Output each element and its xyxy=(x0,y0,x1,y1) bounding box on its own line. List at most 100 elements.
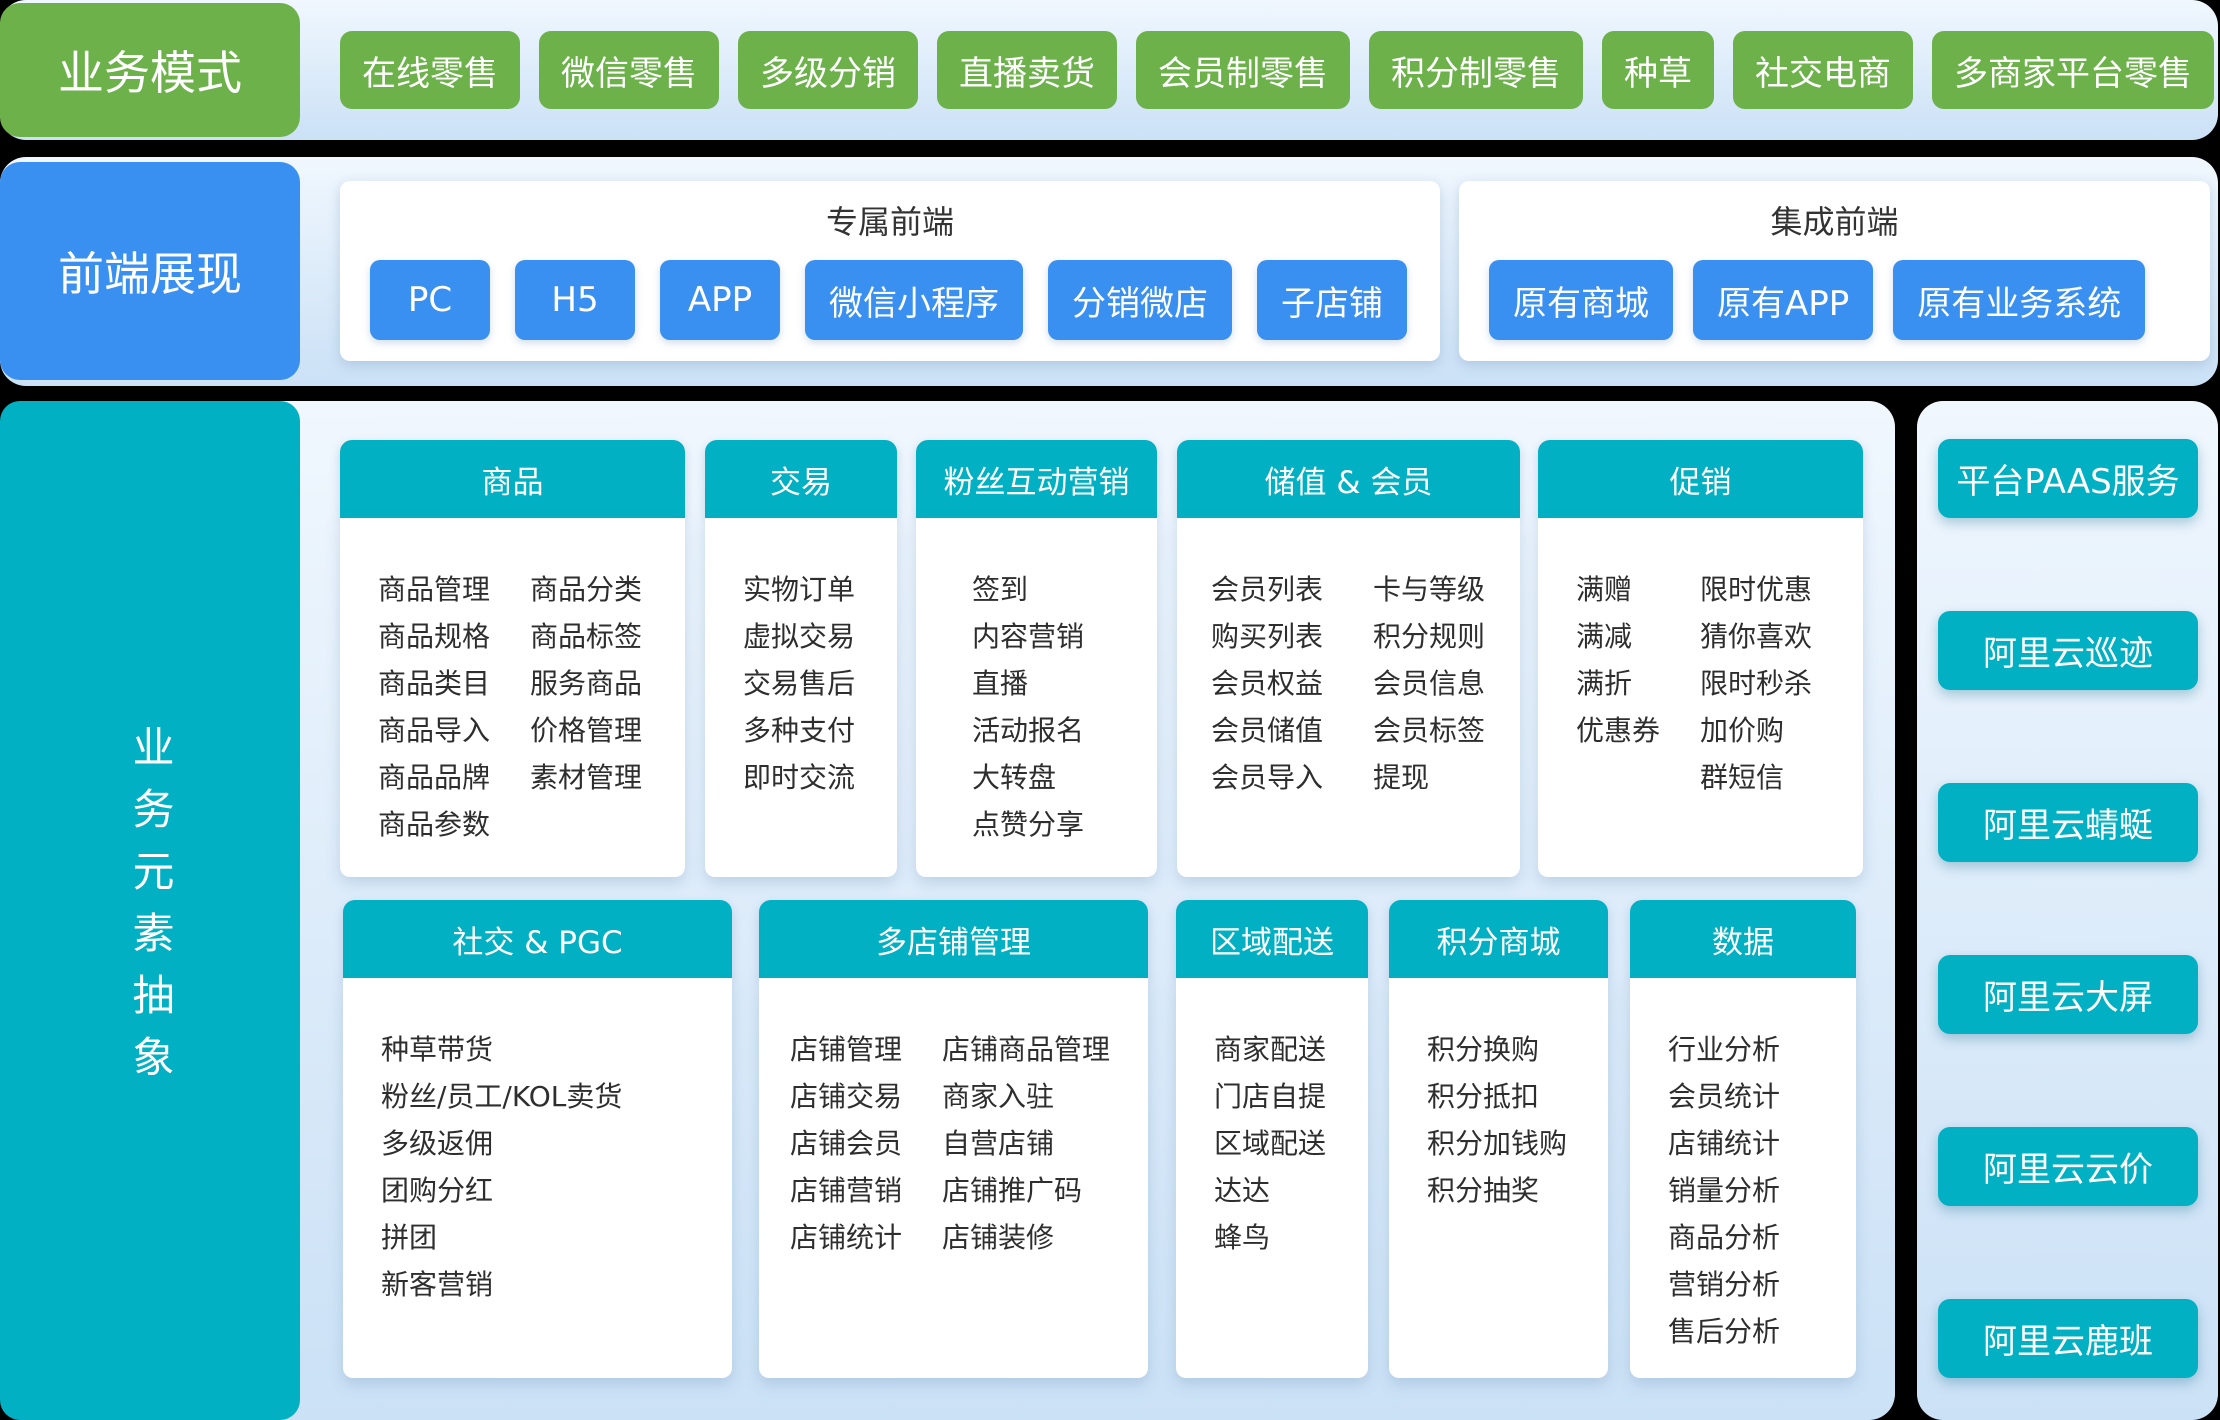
frontend-item: APP xyxy=(660,260,780,340)
card-goods-body: 商品管理商品规格商品类目商品导入商品品牌商品参数 商品分类商品标签服务商品价格管… xyxy=(340,518,685,877)
frontend-item: 原有业务系统 xyxy=(1893,260,2146,340)
feature-item: 满赠 xyxy=(1576,573,1633,606)
business-model-item: 种草 xyxy=(1602,31,1714,109)
feature-item: 拼团 xyxy=(381,1221,438,1254)
feature-item: 粉丝/员工/KOL卖货 xyxy=(381,1080,623,1113)
card-trade: 交易 实物订单虚拟交易交易售后多种支付即时交流 xyxy=(705,440,897,877)
feature-item: 会员储值 xyxy=(1211,714,1324,747)
feature-item: 商家入驻 xyxy=(942,1080,1055,1113)
frontend-item-label: 原有商城 xyxy=(1513,283,1649,324)
feature-item: 商品标签 xyxy=(530,620,643,653)
card-social-pgc-header: 社交 & PGC xyxy=(343,900,732,978)
feature-item: 大转盘 xyxy=(972,761,1057,794)
feature-item: 商品类目 xyxy=(378,667,491,700)
business-model-item-label: 在线零售 xyxy=(362,53,498,94)
feature-item: 会员标签 xyxy=(1373,714,1486,747)
business-model-item: 积分制零售 xyxy=(1369,31,1583,109)
card-multi-store-body: 店铺管理店铺交易店铺会员店铺营销店铺统计 店铺商品管理商家入驻自营店铺店铺推广码… xyxy=(759,978,1148,1378)
frontend-rail-label: 前端展现 xyxy=(0,162,300,380)
feature-item: 售后分析 xyxy=(1668,1315,1781,1348)
feature-item: 商品分析 xyxy=(1668,1221,1781,1254)
business-models-rail-label: 业务模式 xyxy=(0,3,300,137)
card-goods-header: 商品 xyxy=(340,440,685,518)
feature-item: 提现 xyxy=(1373,761,1430,794)
feature-item: 限时优惠 xyxy=(1700,573,1813,606)
feature-item: 满减 xyxy=(1576,620,1633,653)
card-social-pgc-body: 种草带货粉丝/员工/KOL卖货多级返佣团购分红拼团新客营销 xyxy=(343,978,732,1378)
feature-item: 虚拟交易 xyxy=(743,620,856,653)
card-promotion-body: 满赠满减满折优惠券 限时优惠猜你喜欢限时秒杀加价购群短信 xyxy=(1538,518,1863,877)
feature-item: 内容营销 xyxy=(972,620,1085,653)
frontend-item: PC xyxy=(370,260,490,340)
business-model-item: 微信零售 xyxy=(539,31,719,109)
frontend-item-label: 分销微店 xyxy=(1072,283,1208,324)
feature-item: 会员导入 xyxy=(1211,761,1324,794)
feature-item: 行业分析 xyxy=(1668,1033,1781,1066)
business-model-item: 多商家平台零售 xyxy=(1932,31,2214,109)
feature-item: 价格管理 xyxy=(530,714,643,747)
card-data-analytics: 数据 行业分析会员统计店铺统计销量分析商品分析营销分析售后分析 xyxy=(1630,900,1856,1378)
feature-item: 门店自提 xyxy=(1214,1080,1327,1113)
feature-item: 店铺会员 xyxy=(790,1127,903,1160)
feature-item: 加价购 xyxy=(1700,714,1785,747)
feature-item: 新客营销 xyxy=(381,1268,494,1301)
frontend-item-label: APP xyxy=(687,280,753,320)
feature-item: 交易售后 xyxy=(743,667,856,700)
feature-item: 店铺统计 xyxy=(790,1221,903,1254)
card-points-mall: 积分商城 积分换购积分抵扣积分加钱购积分抽奖 xyxy=(1389,900,1608,1378)
feature-item: 商家配送 xyxy=(1214,1033,1327,1066)
feature-item: 店铺商品管理 xyxy=(942,1033,1111,1066)
business-model-item-label: 多级分销 xyxy=(760,53,896,94)
card-regional-delivery-header: 区域配送 xyxy=(1176,900,1368,978)
feature-item: 商品导入 xyxy=(378,714,491,747)
frontend-item-label: 子店铺 xyxy=(1281,283,1383,324)
business-model-item: 会员制零售 xyxy=(1136,31,1350,109)
feature-item: 商品管理 xyxy=(378,573,491,606)
card-points-mall-header: 积分商城 xyxy=(1389,900,1608,978)
feature-item: 积分换购 xyxy=(1427,1033,1540,1066)
feature-item: 会员列表 xyxy=(1211,573,1324,606)
card-data-analytics-header: 数据 xyxy=(1630,900,1856,978)
paas-button-column: 平台PAAS服务 阿里云巡迹阿里云蜻蜓阿里云大屏阿里云云价阿里云鹿班 xyxy=(1938,439,2198,1378)
feature-item: 商品品牌 xyxy=(378,761,491,794)
business-model-item-label: 多商家平台零售 xyxy=(1954,53,2192,94)
card-fan-marketing-body: 签到内容营销直播活动报名大转盘点赞分享 xyxy=(916,518,1157,877)
feature-item: 销量分析 xyxy=(1668,1174,1781,1207)
feature-item: 购买列表 xyxy=(1211,620,1324,653)
business-model-item: 社交电商 xyxy=(1733,31,1913,109)
card-points-mall-body: 积分换购积分抵扣积分加钱购积分抽奖 xyxy=(1389,978,1608,1378)
feature-item: 卡与等级 xyxy=(1373,573,1486,606)
feature-item: 积分规则 xyxy=(1373,620,1486,653)
feature-item: 服务商品 xyxy=(530,667,643,700)
dedicated-frontend-title: 专属前端 xyxy=(825,203,954,241)
feature-item: 猜你喜欢 xyxy=(1700,620,1813,653)
dedicated-frontend-card: 专属前端 PC H5 APP 微信小程序 分销微店 子店铺 xyxy=(340,181,1440,361)
card-multi-store: 多店铺管理 店铺管理店铺交易店铺会员店铺营销店铺统计 店铺商品管理商家入驻自营店… xyxy=(759,900,1148,1378)
feature-item: 蜂鸟 xyxy=(1214,1221,1271,1254)
paas-panel xyxy=(1917,401,2218,1420)
frontend-item: 原有APP xyxy=(1693,260,1874,340)
card-goods: 商品 商品管理商品规格商品类目商品导入商品品牌商品参数 商品分类商品标签服务商品… xyxy=(340,440,685,877)
integrated-frontend-title: 集成前端 xyxy=(1770,203,1899,241)
frontend-item: 子店铺 xyxy=(1257,260,1407,340)
card-regional-delivery: 区域配送 商家配送门店自提区域配送达达蜂鸟 xyxy=(1176,900,1368,1378)
feature-item: 限时秒杀 xyxy=(1700,667,1813,700)
feature-item: 店铺营销 xyxy=(790,1174,903,1207)
feature-item: 营销分析 xyxy=(1668,1268,1781,1301)
feature-item: 区域配送 xyxy=(1214,1127,1327,1160)
feature-item: 店铺推广码 xyxy=(942,1174,1083,1207)
paas-service-item: 阿里云蜻蜓 xyxy=(1938,783,2198,862)
frontend-item: 微信小程序 xyxy=(805,260,1023,340)
business-model-item: 在线零售 xyxy=(340,31,520,109)
feature-item: 商品参数 xyxy=(378,808,491,841)
card-promotion: 促销 满赠满减满折优惠券 限时优惠猜你喜欢限时秒杀加价购群短信 xyxy=(1538,440,1863,877)
business-model-item-label: 会员制零售 xyxy=(1158,53,1328,94)
feature-item: 签到 xyxy=(972,573,1029,606)
feature-item: 活动报名 xyxy=(972,714,1085,747)
frontend-item: H5 xyxy=(515,260,635,340)
frontend-item: 原有商城 xyxy=(1489,260,1673,340)
feature-item: 种草带货 xyxy=(381,1033,494,1066)
feature-item: 多种支付 xyxy=(743,714,856,747)
